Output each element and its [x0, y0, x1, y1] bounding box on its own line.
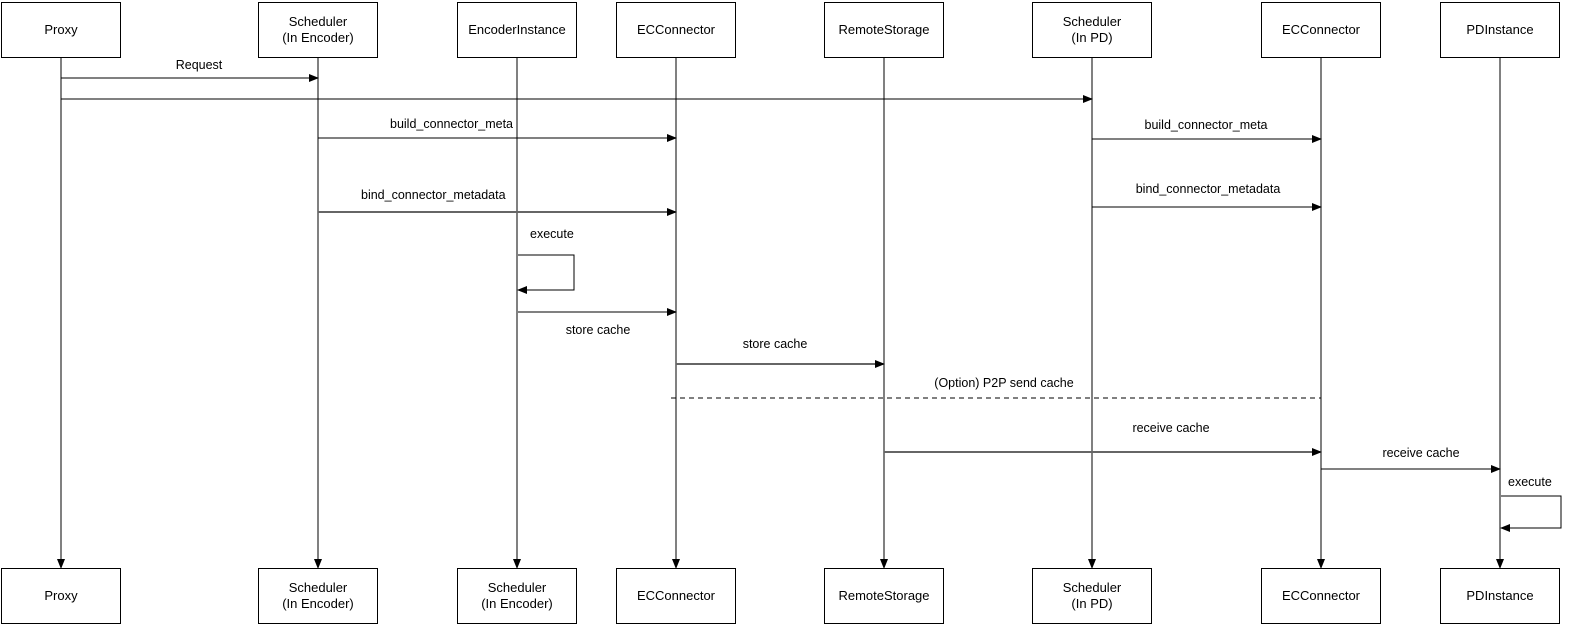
participant-bottom-remote-storage-bottom[interactable]: RemoteStorage [824, 568, 944, 624]
message-label-build-connector-meta-encoder: build_connector_meta [390, 117, 513, 131]
self-messages-group [517, 254, 1562, 532]
participant-bottom-scheduler-in-encoder-bottom[interactable]: Scheduler (In Encoder) [258, 568, 378, 624]
participant-top-scheduler-in-pd[interactable]: Scheduler (In PD) [1032, 2, 1152, 58]
message-label-p2p-send-cache: (Option) P2P send cache [934, 376, 1074, 390]
participant-label: EncoderInstance [468, 22, 566, 37]
participant-label: ECConnector [1281, 22, 1361, 37]
message-label-bind-connector-metadata-encoder: bind_connector_metadata [361, 188, 506, 202]
participant-label: Scheduler (In Encoder) [282, 14, 354, 45]
participant-top-encoder-instance[interactable]: EncoderInstance [457, 2, 577, 58]
participant-label: PDInstance [1466, 22, 1534, 37]
participant-top-scheduler-in-encoder[interactable]: Scheduler (In Encoder) [258, 2, 378, 58]
message-label-receive-cache-storage-to-connector: receive cache [1132, 421, 1210, 435]
message-label-receive-cache-connector-to-pd: receive cache [1382, 446, 1460, 460]
message-label-request: Request [175, 58, 223, 72]
participant-top-remote-storage[interactable]: RemoteStorage [824, 2, 944, 58]
participant-top-proxy[interactable]: Proxy [1, 2, 121, 58]
message-label-build-connector-meta-pd: build_connector_meta [1144, 118, 1268, 132]
self-message-label-execute-pd-instance: execute [1508, 475, 1552, 489]
messages-group [61, 74, 1501, 473]
participant-bottom-ec-connector-pd-bottom[interactable]: ECConnector [1261, 568, 1381, 624]
participant-bottom-scheduler-in-encoder-bottom-2[interactable]: Scheduler (In Encoder) [457, 568, 577, 624]
participant-label: Scheduler (In PD) [1062, 14, 1122, 45]
participant-bottom-scheduler-in-pd-bottom[interactable]: Scheduler (In PD) [1032, 568, 1152, 624]
participant-bottom-ec-connector-encoder-bottom[interactable]: ECConnector [616, 568, 736, 624]
message-label-store-cache-encoder-to-connector: store cache [565, 323, 631, 337]
self-message-execute-pd-instance [1500, 495, 1562, 532]
participant-top-ec-connector-encoder[interactable]: ECConnector [616, 2, 736, 58]
participant-label: Proxy [44, 588, 78, 603]
participant-label: Scheduler (In PD) [1062, 580, 1122, 611]
participant-label: ECConnector [1281, 588, 1361, 603]
participant-label: RemoteStorage [838, 588, 930, 603]
participant-label: PDInstance [1466, 588, 1534, 603]
participant-bottom-pd-instance-bottom[interactable]: PDInstance [1440, 568, 1560, 624]
participant-label: ECConnector [636, 22, 716, 37]
message-label-bind-connector-metadata-pd: bind_connector_metadata [1135, 182, 1281, 196]
participant-label: ECConnector [636, 588, 716, 603]
message-label-store-cache-connector-to-storage: store cache [742, 337, 808, 351]
participant-label: Scheduler (In Encoder) [481, 580, 553, 611]
participant-label: RemoteStorage [838, 22, 930, 37]
participant-top-ec-connector-pd[interactable]: ECConnector [1261, 2, 1381, 58]
self-message-label-execute-encoder-instance: execute [530, 227, 574, 241]
participant-label: Proxy [44, 22, 78, 37]
participant-top-pd-instance[interactable]: PDInstance [1440, 2, 1560, 58]
self-message-execute-encoder-instance [517, 254, 575, 294]
participant-label: Scheduler (In Encoder) [282, 580, 354, 611]
participant-bottom-proxy-bottom[interactable]: Proxy [1, 568, 121, 624]
lifelines-group [57, 58, 1504, 569]
